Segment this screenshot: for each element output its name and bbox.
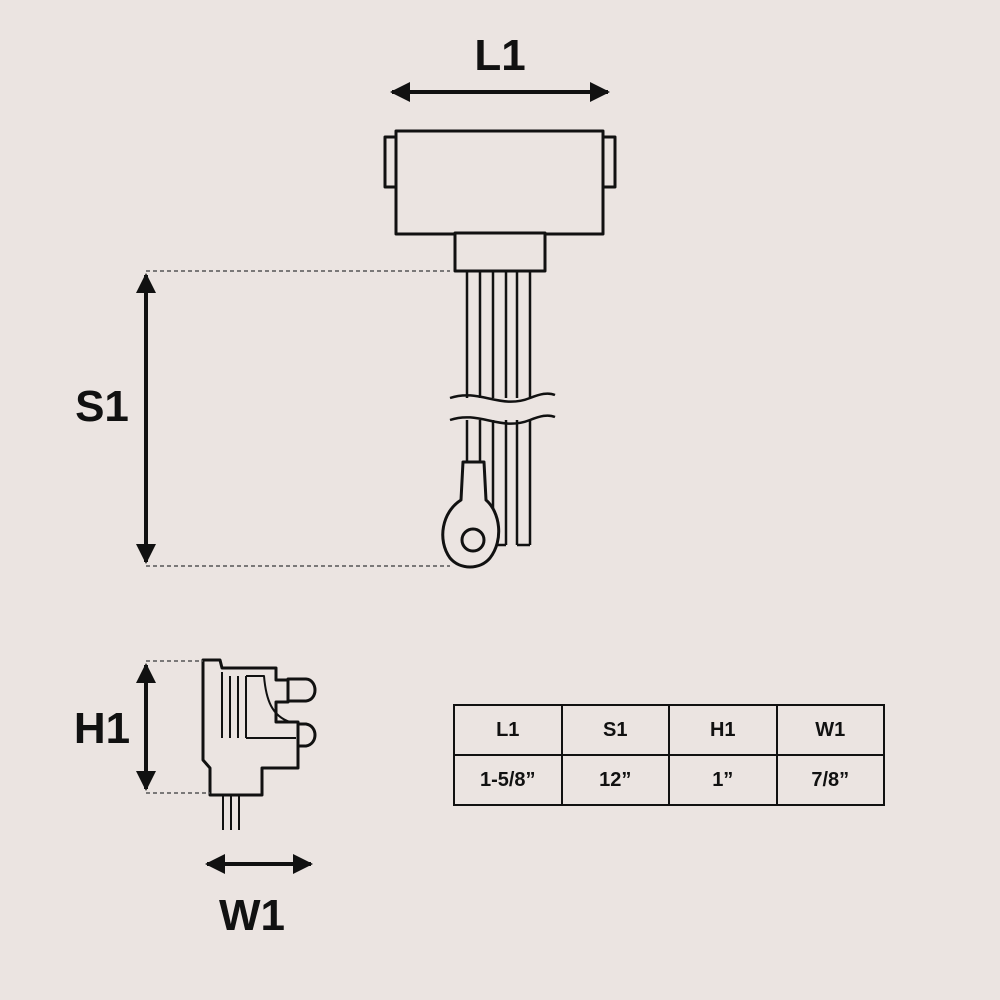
connector-top-view [383, 129, 617, 569]
side-pin-top [286, 677, 317, 703]
l1-label: L1 [474, 31, 525, 80]
spec-header-h1: H1 [668, 704, 778, 756]
spec-header-s1: S1 [560, 704, 670, 756]
spec-table-value-row: 1-5/8” 12” 1” 7/8” [453, 754, 885, 806]
spec-header-w1: W1 [775, 704, 885, 756]
h1-label: H1 [74, 704, 130, 753]
spec-header-l1: L1 [453, 704, 563, 756]
spec-value-l1: 1-5/8” [453, 754, 563, 806]
wire-break-lower [449, 414, 556, 425]
side-body [201, 658, 300, 797]
ring-terminal-hole [460, 527, 486, 553]
wire-break-upper [449, 392, 556, 403]
side-pin-bottom [296, 722, 317, 748]
spec-value-s1: 12” [560, 754, 670, 806]
spec-table-header-row: L1 S1 H1 W1 [453, 704, 885, 756]
wires [465, 271, 532, 547]
spec-table: L1 S1 H1 W1 1-5/8” 12” 1” 7/8” [453, 704, 885, 806]
connector-side-view [201, 658, 317, 830]
connector-body [394, 129, 605, 236]
strain-relief [453, 231, 547, 273]
s1-label: S1 [75, 382, 129, 431]
spec-value-w1: 7/8” [775, 754, 885, 806]
spec-value-h1: 1” [668, 754, 778, 806]
w1-label: W1 [219, 891, 285, 940]
